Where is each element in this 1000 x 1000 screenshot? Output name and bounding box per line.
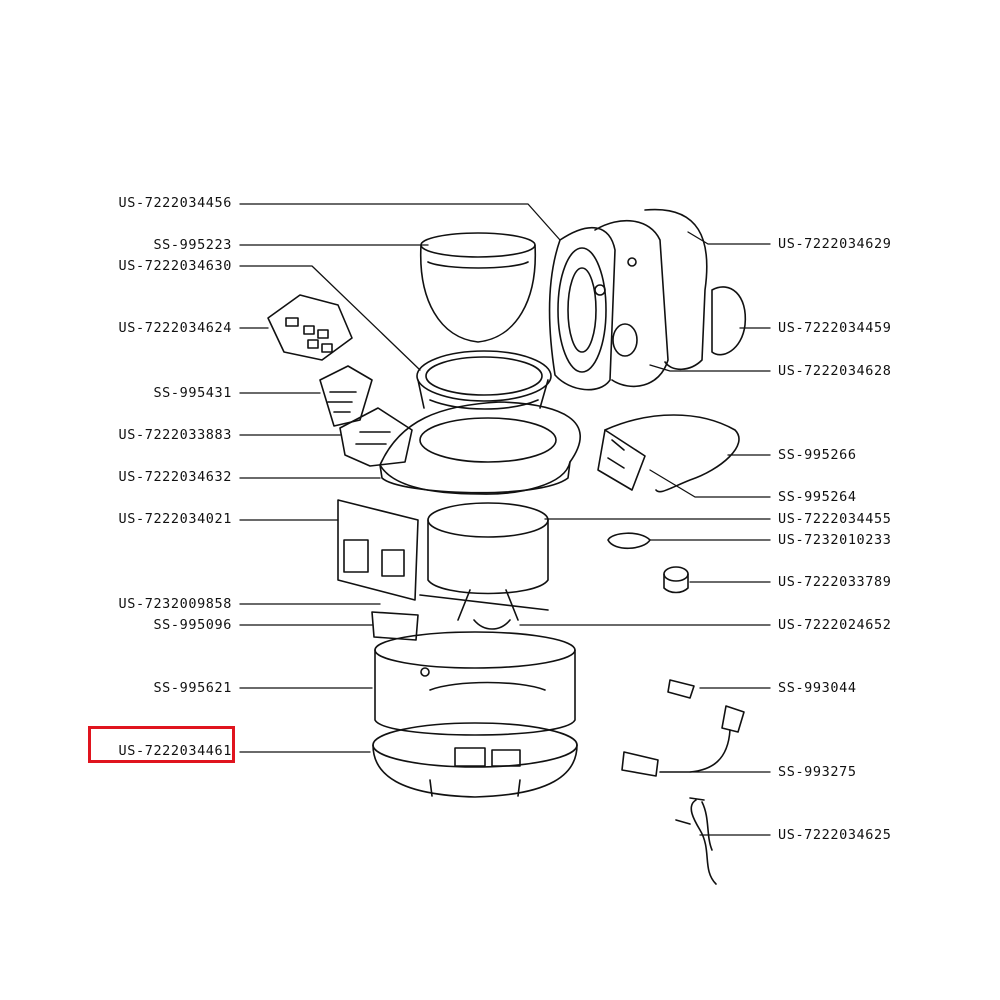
handle — [597, 414, 740, 493]
part-label[interactable]: US-7232009858 — [118, 596, 232, 612]
part-label[interactable]: SS-993275 — [778, 764, 857, 780]
part-label[interactable]: SS-993044 — [778, 680, 857, 696]
part-label[interactable]: US-7222034628 — [778, 363, 892, 379]
part-label[interactable]: US-7222034630 — [118, 258, 232, 274]
inner-bowl — [419, 232, 537, 343]
part-label[interactable]: US-7222034629 — [778, 236, 892, 252]
part-label[interactable]: US-7222034455 — [778, 511, 892, 527]
part-label[interactable]: US-7222033789 — [778, 574, 892, 590]
bracket — [371, 611, 419, 641]
part-label[interactable]: US-7222024652 — [778, 617, 892, 633]
lid-assembly — [548, 208, 747, 391]
highlight-box — [88, 726, 235, 763]
part-label[interactable]: US-7222034456 — [118, 195, 232, 211]
part-label[interactable]: SS-995096 — [153, 617, 232, 633]
small-parts — [607, 532, 695, 699]
part-label[interactable]: US-7222034625 — [778, 827, 892, 843]
part-label[interactable]: SS-995264 — [778, 489, 857, 505]
leader-lines-right — [519, 231, 771, 836]
lid-ring — [416, 350, 552, 410]
leader-lines-left — [239, 203, 561, 753]
part-label[interactable]: SS-995223 — [153, 237, 232, 253]
part-label[interactable]: US-7222034624 — [118, 320, 232, 336]
part-label[interactable]: US-7222033883 — [118, 427, 232, 443]
power-cord — [621, 705, 745, 777]
part-label[interactable]: US-7232010233 — [778, 532, 892, 548]
control-panel-cover — [267, 294, 353, 361]
outer-shell — [374, 631, 576, 736]
part-label[interactable]: SS-995621 — [153, 680, 232, 696]
part-label[interactable]: US-7222034021 — [118, 511, 232, 527]
part-label[interactable]: SS-995431 — [153, 385, 232, 401]
part-label[interactable]: US-7222034459 — [778, 320, 892, 336]
part-label-highlighted[interactable]: US-7222034461 — [118, 743, 232, 759]
power-board — [337, 499, 419, 601]
upper-housing — [379, 401, 581, 495]
part-label[interactable]: SS-995266 — [778, 447, 857, 463]
base — [372, 722, 578, 798]
keypad — [339, 407, 413, 467]
heating-pot — [419, 502, 549, 630]
part-label[interactable]: US-7222034632 — [118, 469, 232, 485]
wire-harness — [675, 797, 717, 885]
control-board — [319, 365, 373, 427]
